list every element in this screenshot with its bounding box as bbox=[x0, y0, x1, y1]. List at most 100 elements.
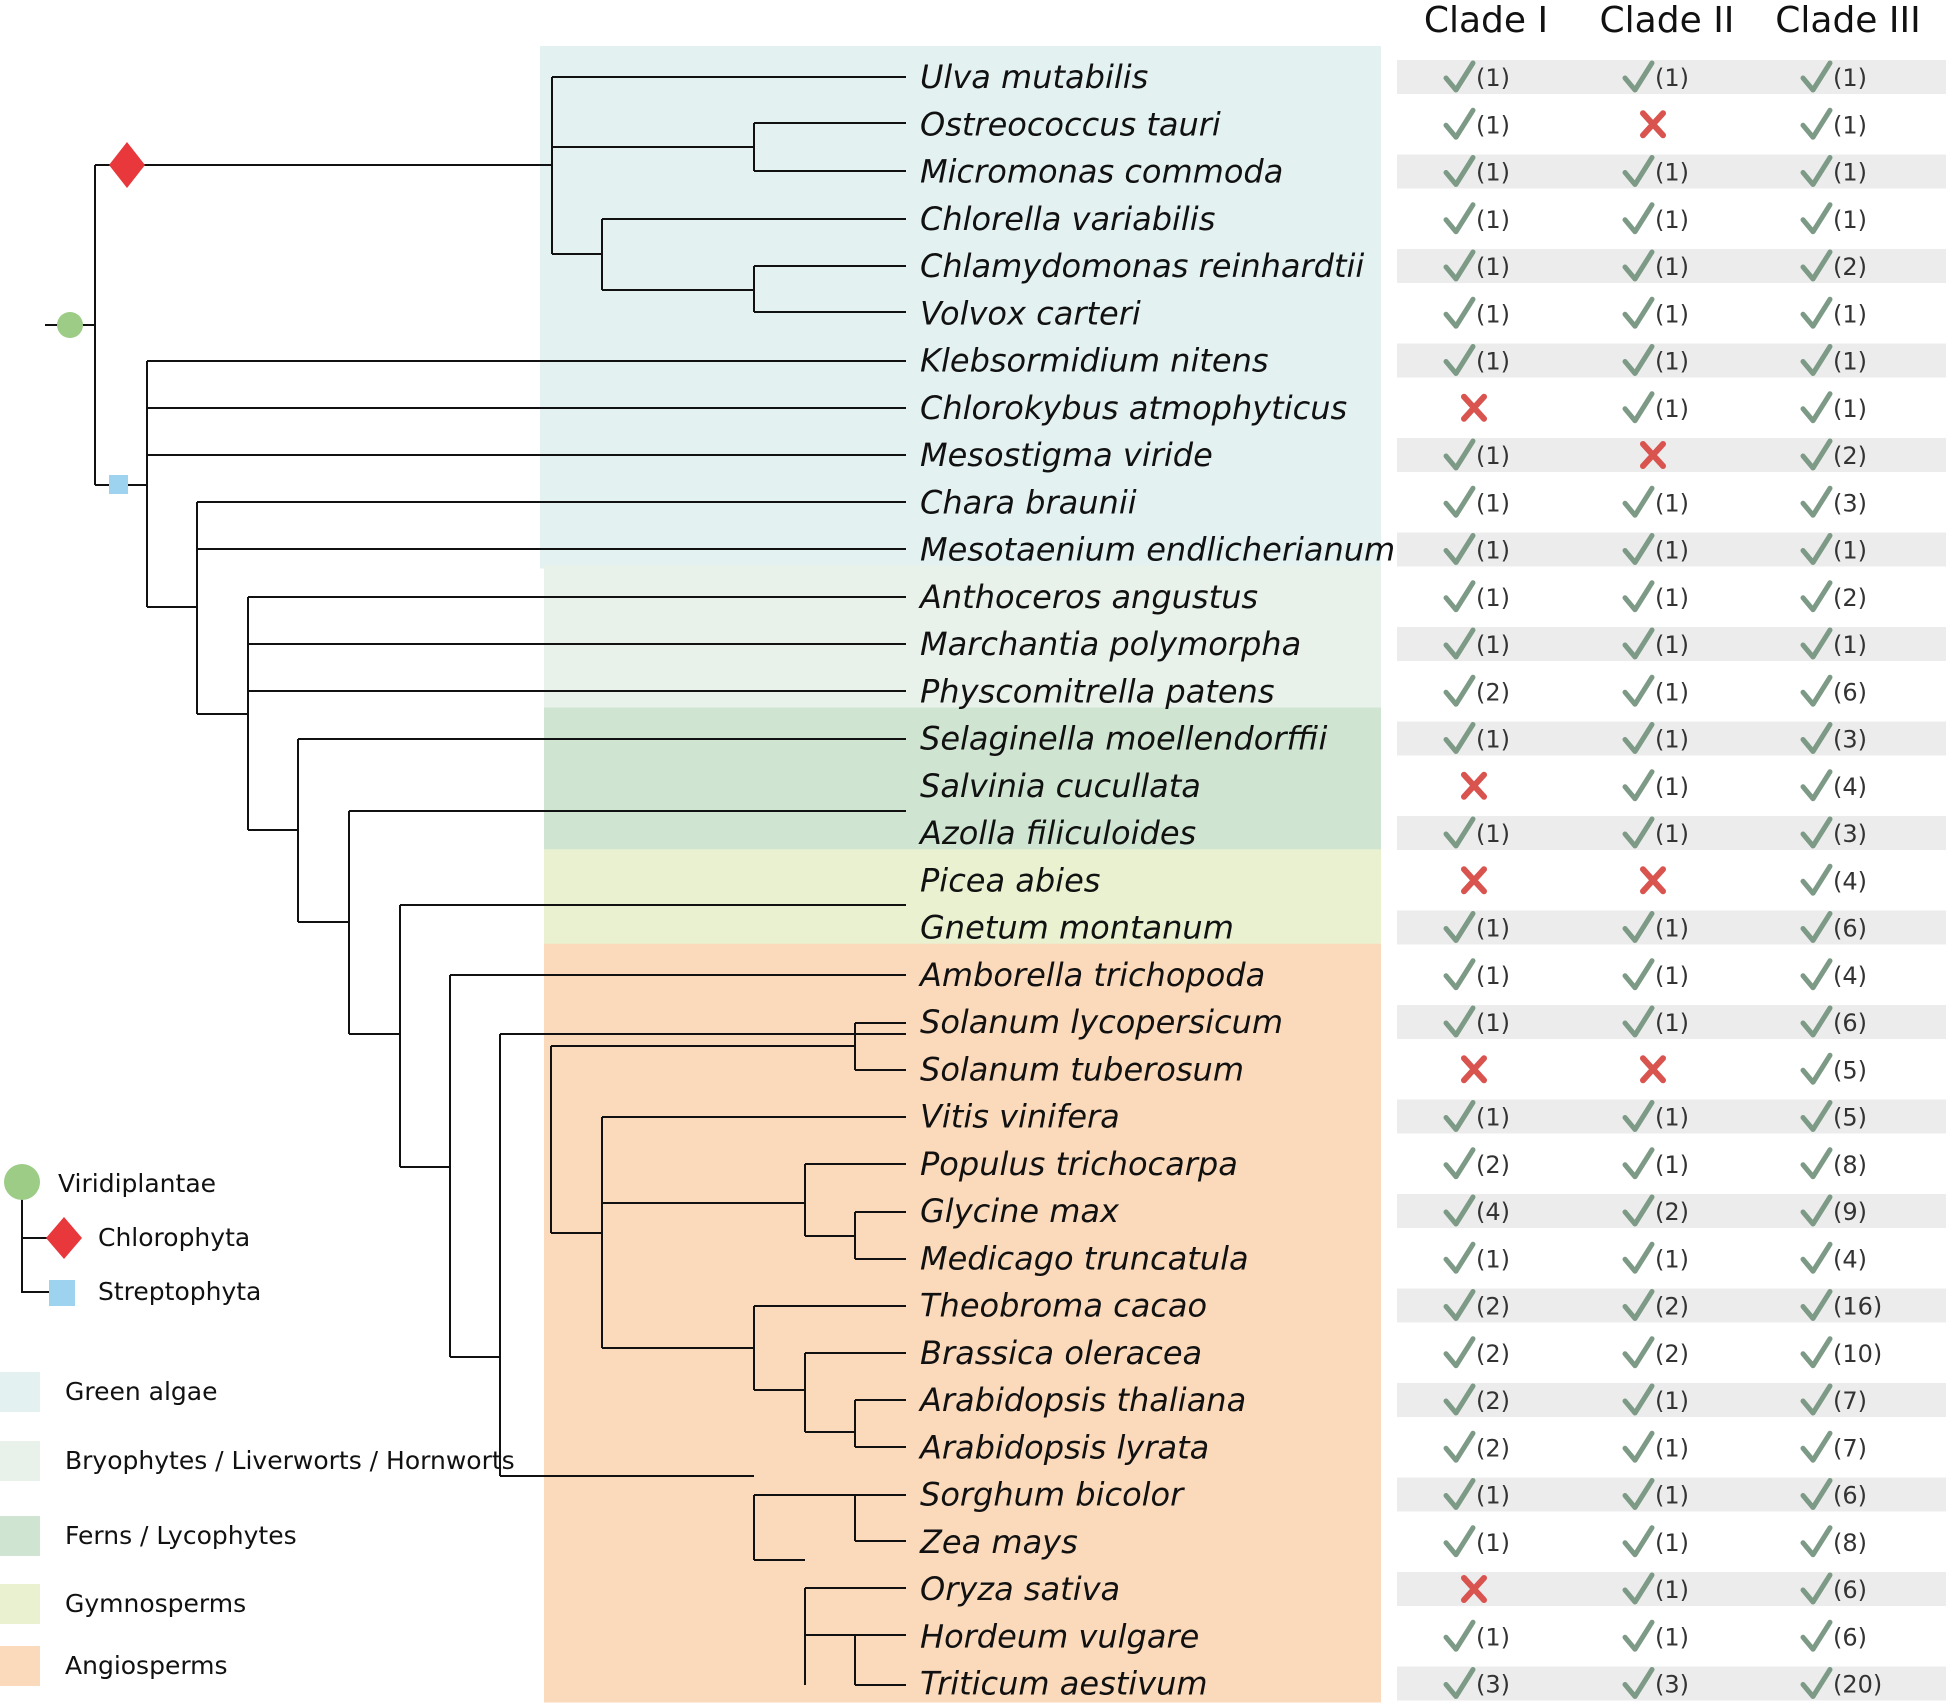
presence-cell: (1) bbox=[1443, 60, 1510, 93]
presence-cell: (2) bbox=[1800, 438, 1867, 471]
presence-cell: (1) bbox=[1443, 1100, 1510, 1132]
check-icon bbox=[1622, 1147, 1655, 1180]
copy-count: (2) bbox=[1476, 1434, 1510, 1462]
taxon-label: Marchantia polymorpha bbox=[920, 625, 1301, 663]
absent-cross-icon bbox=[1640, 110, 1666, 139]
presence-cell: (1) bbox=[1443, 1241, 1510, 1274]
copy-count: (1) bbox=[1655, 159, 1689, 187]
row-stripe bbox=[1397, 532, 1946, 567]
check-icon bbox=[1800, 60, 1833, 93]
tree-branches bbox=[45, 76, 906, 1686]
row-stripe bbox=[1397, 60, 1946, 94]
copy-count: (1) bbox=[1476, 1529, 1510, 1557]
presence-cell: (1) bbox=[1443, 1478, 1510, 1510]
viridiplantae-legend-icon bbox=[4, 1164, 40, 1200]
presence-cell: (1) bbox=[1800, 391, 1867, 424]
presence-cell: (6) bbox=[1800, 1619, 1867, 1652]
legend-label-angiosperms: Angiosperms bbox=[65, 1651, 228, 1680]
presence-cell: (1) bbox=[1800, 107, 1867, 140]
copy-count: (1) bbox=[1833, 395, 1867, 423]
column-header-clade-1: Clade I bbox=[1424, 0, 1548, 41]
presence-cell: (1) bbox=[1443, 344, 1510, 376]
check-icon bbox=[1800, 1194, 1833, 1227]
check-icon bbox=[1443, 1430, 1476, 1463]
row-stripe bbox=[1397, 1099, 1946, 1134]
copy-count: (1) bbox=[1476, 820, 1510, 848]
copy-count: (1) bbox=[1476, 348, 1510, 376]
check-icon bbox=[1800, 1572, 1833, 1605]
taxon-label: Amborella trichopoda bbox=[918, 956, 1265, 994]
taxon-label: Sorghum bicolor bbox=[920, 1476, 1185, 1514]
copy-count: (1) bbox=[1655, 348, 1689, 376]
presence-cell: (1) bbox=[1443, 202, 1510, 235]
presence-cell: (1) bbox=[1622, 1005, 1689, 1038]
legend-chlorophyta: Chlorophyta bbox=[98, 1223, 250, 1252]
check-icon bbox=[1800, 107, 1833, 140]
presence-cell: (1) bbox=[1622, 816, 1689, 849]
check-icon bbox=[1800, 1005, 1833, 1038]
taxon-label: Arabidopsis thaliana bbox=[918, 1381, 1246, 1419]
presence-cell: (20) bbox=[1800, 1667, 1882, 1699]
check-icon bbox=[1622, 1525, 1655, 1558]
check-icon bbox=[1800, 202, 1833, 235]
presence-cell: (1) bbox=[1622, 1241, 1689, 1274]
presence-cell: (1) bbox=[1622, 485, 1689, 518]
check-icon bbox=[1443, 1289, 1476, 1321]
check-icon bbox=[1800, 485, 1833, 518]
copy-count: (16) bbox=[1833, 1293, 1882, 1321]
check-icon bbox=[1443, 344, 1476, 376]
copy-count: (6) bbox=[1833, 1623, 1867, 1651]
taxon-label: Glycine max bbox=[920, 1192, 1120, 1230]
check-icon bbox=[1443, 1336, 1476, 1369]
check-icon bbox=[1800, 911, 1833, 943]
check-icon bbox=[1800, 1289, 1833, 1321]
taxon-label: Physcomitrella patens bbox=[920, 672, 1274, 710]
check-icon bbox=[1622, 155, 1655, 187]
presence-cell: (1) bbox=[1622, 202, 1689, 235]
copy-count: (1) bbox=[1655, 962, 1689, 990]
copy-count: (1) bbox=[1476, 584, 1510, 612]
copy-count: (6) bbox=[1833, 1576, 1867, 1604]
copy-count: (1) bbox=[1655, 1576, 1689, 1604]
copy-count: (1) bbox=[1833, 537, 1867, 565]
copy-count: (3) bbox=[1833, 726, 1867, 754]
taxon-label: Klebsormidium nitens bbox=[920, 342, 1269, 380]
copy-count: (1) bbox=[1655, 253, 1689, 281]
check-icon bbox=[1622, 1289, 1655, 1321]
check-icon bbox=[1622, 296, 1655, 329]
copy-count: (1) bbox=[1476, 726, 1510, 754]
copy-count: (2) bbox=[1476, 678, 1510, 706]
copy-count: (1) bbox=[1655, 584, 1689, 612]
check-icon bbox=[1443, 816, 1476, 849]
copy-count: (1) bbox=[1476, 537, 1510, 565]
check-icon bbox=[1800, 863, 1833, 896]
copy-count: (1) bbox=[1833, 159, 1867, 187]
presence-cell: (4) bbox=[1800, 1241, 1867, 1274]
copy-count: (1) bbox=[1833, 348, 1867, 376]
check-icon bbox=[1622, 958, 1655, 991]
presence-cell: (16) bbox=[1800, 1289, 1882, 1321]
row-stripe bbox=[1397, 816, 1946, 850]
copy-count: (4) bbox=[1476, 1198, 1510, 1226]
row-stripe bbox=[1397, 721, 1946, 756]
copy-count: (1) bbox=[1476, 1245, 1510, 1273]
presence-cell: (2) bbox=[1443, 1430, 1510, 1463]
check-icon bbox=[1622, 1336, 1655, 1369]
presence-cell: (1) bbox=[1622, 1478, 1689, 1510]
check-icon bbox=[1443, 533, 1476, 565]
presence-cell: (2) bbox=[1443, 1289, 1510, 1321]
copy-count: (1) bbox=[1655, 678, 1689, 706]
check-icon bbox=[1622, 769, 1655, 802]
absent-cross-icon bbox=[1640, 1055, 1666, 1084]
copy-count: (1) bbox=[1655, 1482, 1689, 1510]
taxon-label: Chara braunii bbox=[920, 483, 1137, 521]
copy-count: (2) bbox=[1833, 442, 1867, 470]
copy-count: (1) bbox=[1476, 1104, 1510, 1132]
presence-cell: (1) bbox=[1622, 1430, 1689, 1463]
presence-cell: (6) bbox=[1800, 674, 1867, 707]
copy-count: (1) bbox=[1655, 915, 1689, 943]
presence-cell: (1) bbox=[1622, 344, 1689, 376]
presence-cell: (1) bbox=[1622, 911, 1689, 943]
copy-count: (1) bbox=[1655, 537, 1689, 565]
